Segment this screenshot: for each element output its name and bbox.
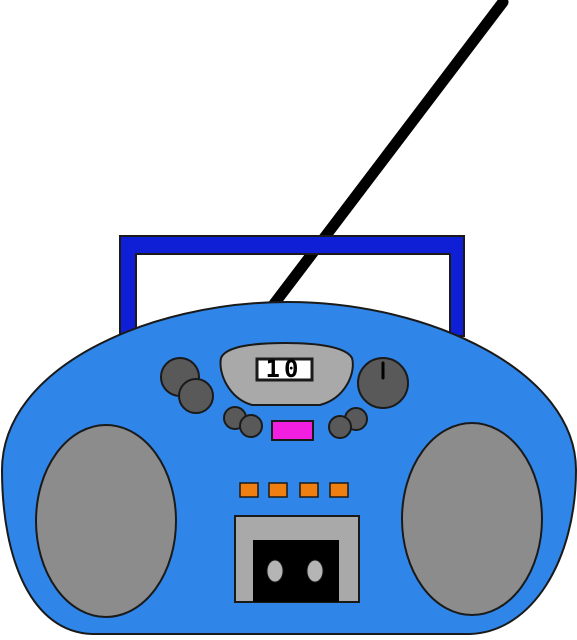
cassette-reel-left (266, 559, 284, 583)
preset-button-2[interactable] (268, 482, 288, 498)
preset-button-4[interactable] (329, 482, 349, 498)
preset-button-3[interactable] (299, 482, 319, 498)
right-control-button-2[interactable] (328, 415, 352, 439)
speaker-icon-left (35, 424, 177, 618)
volume-knob[interactable] (357, 357, 409, 409)
cassette-window (253, 540, 339, 602)
display-screen (255, 357, 314, 382)
preset-button-1[interactable] (239, 482, 259, 498)
display-value: 10 (266, 355, 303, 383)
band-knob[interactable] (178, 378, 214, 414)
antenna-icon (268, 0, 509, 310)
function-button[interactable] (271, 420, 314, 441)
cassette-icon (234, 515, 360, 603)
left-control-button-2[interactable] (239, 414, 263, 438)
cassette-reel-right (306, 559, 324, 583)
speaker-icon-right (401, 422, 543, 616)
